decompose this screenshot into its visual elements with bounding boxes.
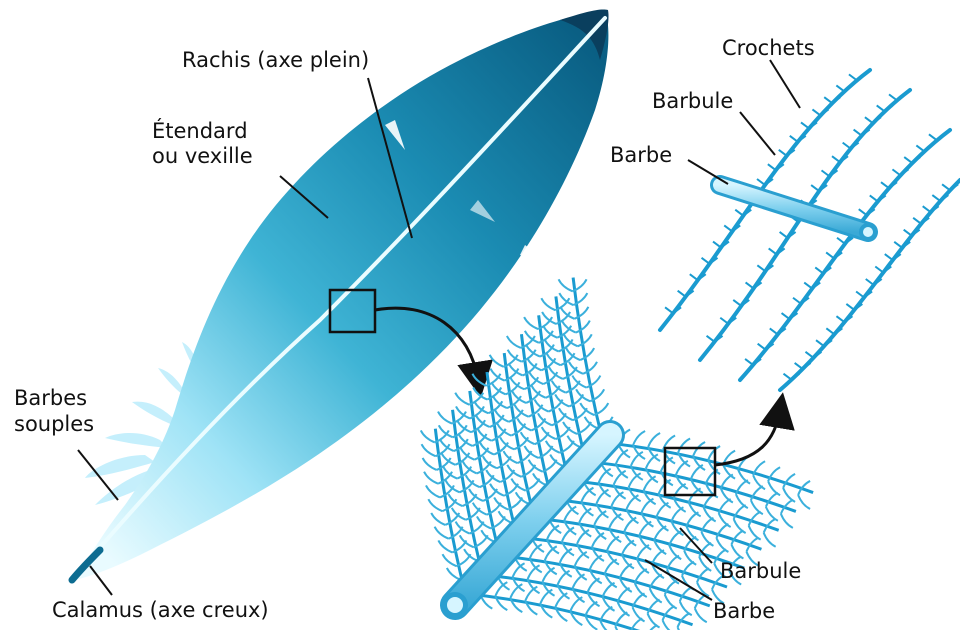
label-calamus: Calamus (axe creux) — [52, 597, 269, 623]
label-etendard-line2: ou vexille — [152, 143, 253, 169]
barb-plume — [421, 429, 475, 594]
arrow-icon — [715, 410, 780, 465]
label-etendard-line1: Étendard — [152, 118, 248, 144]
label-barbule-bottom: Barbule — [720, 558, 801, 584]
label-barbe-top: Barbe — [610, 142, 672, 168]
label-barbes-souples-line2: souples — [14, 411, 94, 437]
label-barbe-bottom: Barbe — [713, 598, 775, 624]
label-rachis: Rachis (axe plein) — [182, 47, 369, 73]
barbule-closeup — [660, 70, 960, 390]
label-barbule-top: Barbule — [652, 88, 733, 114]
label-crochets: Crochets — [722, 35, 815, 61]
label-barbes-souples-line1: Barbes — [14, 385, 87, 411]
magnified-barbe-rod — [442, 435, 610, 618]
